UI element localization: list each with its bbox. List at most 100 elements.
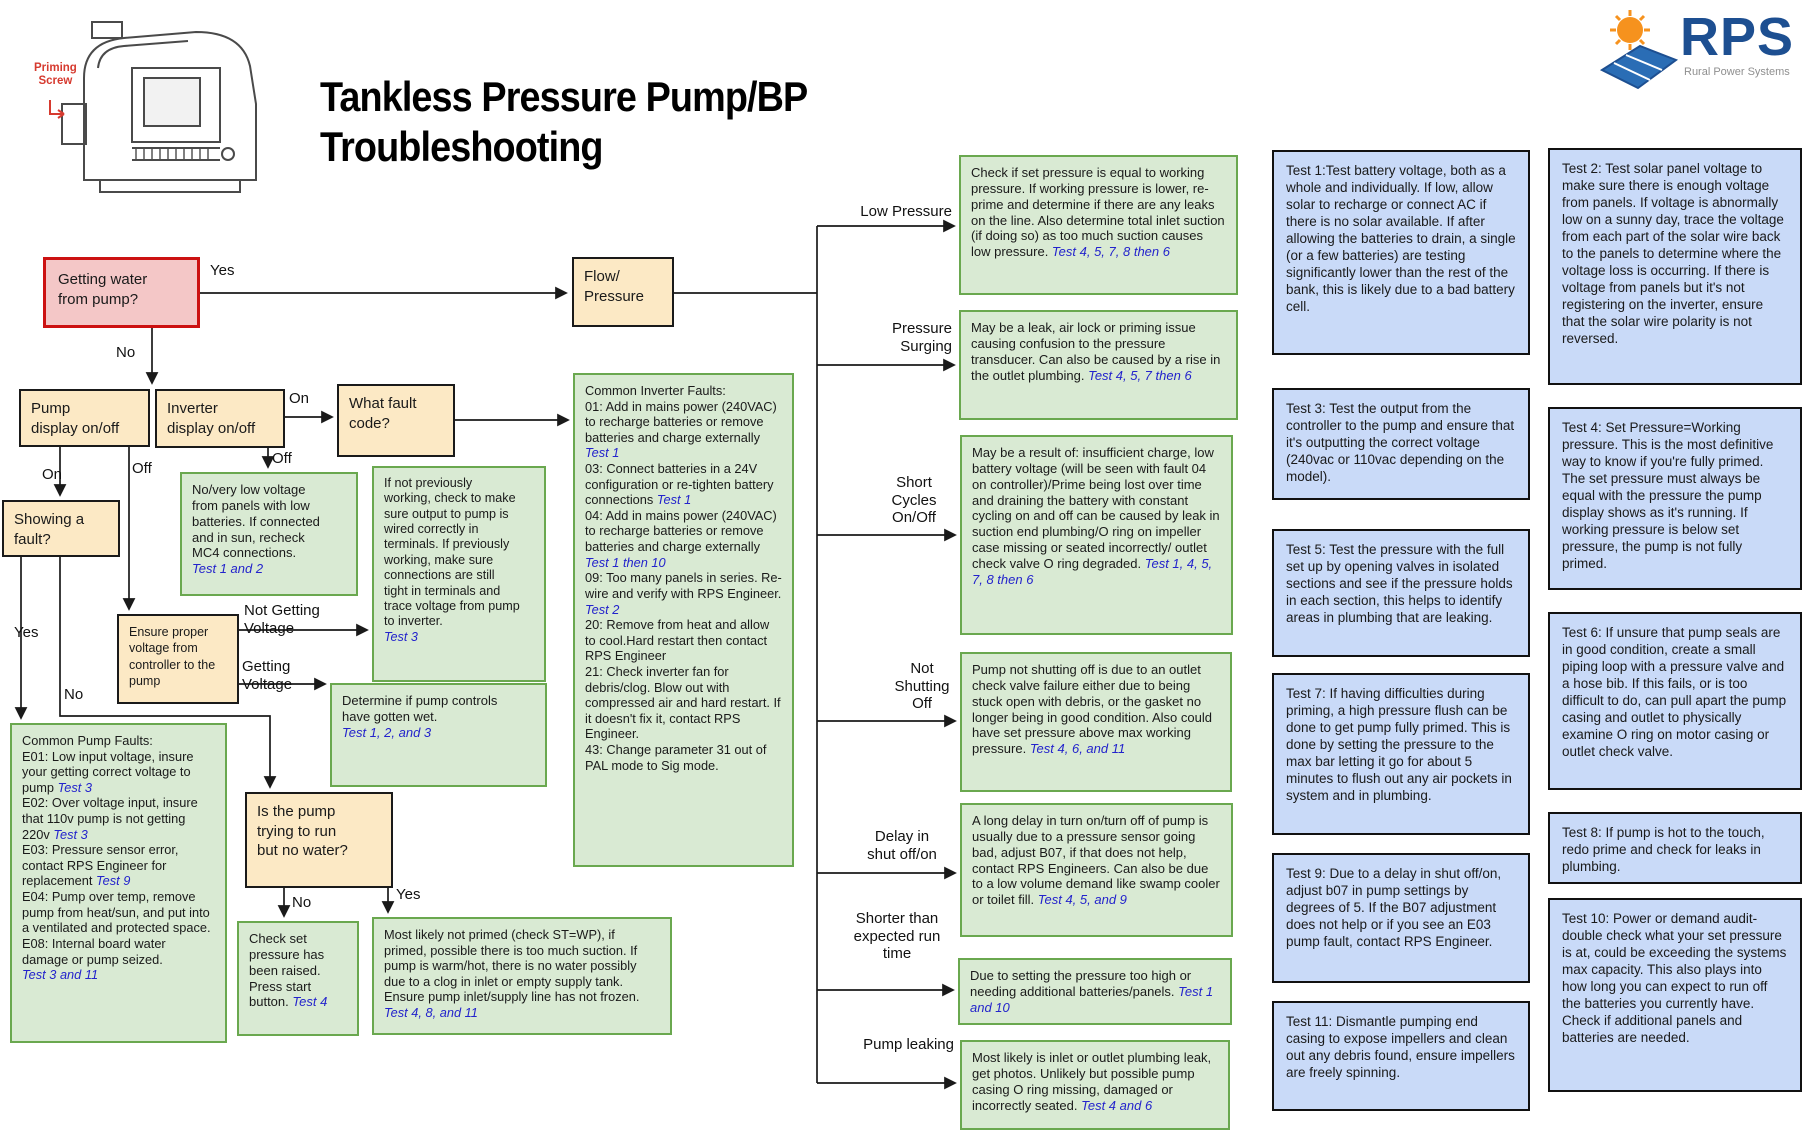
node-text: May be a result of: insufficient charge,… (972, 445, 1224, 572)
node-text: Check if set pressure is equal to workin… (971, 165, 1229, 260)
node-if-not-previously: If not previously working, check to make… (372, 466, 546, 682)
node-text: 09: Too many panels in series. Re-wire a… (585, 570, 782, 601)
node-text: Test 1:Test battery voltage, both as a w… (1286, 163, 1520, 314)
node-text: Showing a fault? (14, 511, 85, 548)
node-text: May be a leak, air lock or priming issue… (971, 320, 1224, 383)
node-text: Due to setting the pressure too high or … (970, 968, 1195, 999)
node-text: Test 7: If having difficulties during pr… (1286, 686, 1516, 803)
edge-label-off-inverter: Off (272, 450, 292, 467)
test-reference: Test 4 and 6 (1081, 1097, 1153, 1113)
node-text: Is the pump trying to run but no water? (257, 803, 348, 859)
node-low-pressure-info: Check if set pressure is equal to workin… (959, 155, 1238, 295)
test-reference: Test 1 (656, 492, 692, 508)
node-text: What fault code? (349, 395, 417, 432)
node-check-set-pressure: Check set pressure has been raised. Pres… (237, 921, 359, 1036)
node-pressure-surging-info: May be a leak, air lock or priming issue… (959, 310, 1238, 420)
edge-label-on-inverter: On (289, 390, 310, 407)
edge-label-delay: Delay in shut off/on (867, 828, 937, 863)
node-text: No/very low voltage from panels with low… (192, 482, 320, 561)
test-reference: Test 1 (585, 445, 620, 461)
edge-label-no-fault: No (64, 686, 84, 703)
node-inverter-display: Inverter display on/off (155, 389, 285, 448)
node-getting-water: Getting water from pump? (43, 257, 200, 328)
node-text: Test 8: If pump is hot to the touch, red… (1562, 825, 1769, 874)
pump-illustration (49, 21, 257, 193)
node-no-low-voltage: No/very low voltage from panels with low… (180, 472, 358, 596)
brand-logo: RPS Rural Power Systems (1596, 6, 1808, 100)
node-text: Flow/ Pressure (584, 268, 645, 305)
logo-tagline: Rural Power Systems (1684, 66, 1790, 78)
node-test11: Test 11: Dismantle pumping end casing to… (1272, 1001, 1530, 1111)
pump-vent-ribs (135, 148, 209, 160)
node-ensure-voltage: Ensure proper voltage from controller to… (117, 614, 239, 704)
node-text: Test 3: Test the output from the control… (1286, 401, 1518, 484)
node-text: E03: Pressure sensor error, contact RPS … (22, 842, 179, 889)
page-title: Tankless Pressure Pump/BP Troubleshootin… (320, 73, 808, 171)
node-text: Test 5: Test the pressure with the full … (1286, 542, 1517, 625)
edge-label-low-pressure: Low Pressure (860, 203, 952, 220)
edge-label-on-pump: On (42, 466, 63, 483)
edge-label-yes-trying: Yes (396, 886, 421, 903)
node-text: Test 2: Test solar panel voltage to make… (1562, 161, 1788, 346)
test-reference: Test 3 (53, 826, 88, 842)
edge-label-pressure-surging: Pressure Surging (891, 320, 952, 355)
node-text: 03: Connect batteries in a 24V configura… (585, 461, 774, 508)
node-text: 04: Add in mains power (240VAC) to recha… (585, 507, 777, 555)
node-text: E02: Over voltage input, insure that 110… (22, 795, 198, 842)
solar-panel-icon (1599, 44, 1679, 90)
edge-label-getting: Getting Voltage (242, 658, 293, 693)
node-text: Test 9: Due to a delay in shut off/on, a… (1286, 866, 1505, 949)
node-common-pump: Common Pump Faults: E01: Low input volta… (10, 723, 227, 1043)
edge-label-no-trying: No (292, 894, 312, 911)
node-test7: Test 7: If having difficulties during pr… (1272, 673, 1530, 835)
test-reference: Test 4, 5, 7, 8 then 6 (1051, 244, 1170, 260)
logo-icon (1599, 10, 1679, 90)
node-text: Determine if pump controls have gotten w… (342, 693, 498, 724)
priming-screw-arrow (49, 100, 64, 115)
node-pump-display: Pump display on/off (19, 389, 150, 447)
priming-screw-callout: Priming Screw (34, 62, 77, 88)
edge-label-yes-fault: Yes (14, 624, 39, 641)
node-text: Pump display on/off (31, 400, 120, 437)
node-test2: Test 2: Test solar panel voltage to make… (1548, 148, 1802, 385)
node-determine-wet: Determine if pump controls have gotten w… (330, 683, 547, 787)
edge-label-shorter: Shorter than expected run time (853, 910, 941, 963)
pump-handle-line (97, 40, 189, 69)
node-text: If not previously working, check to make… (384, 476, 520, 629)
test-reference: Test 4, 5, and 9 (1037, 892, 1127, 908)
node-text: Test 11: Dismantle pumping end casing to… (1286, 1014, 1519, 1080)
pump-top-cap (91, 21, 123, 39)
edge-label-pump-leaking: Pump leaking (863, 1036, 954, 1053)
node-text: Test 10: Power or demand audit- double c… (1562, 911, 1791, 1045)
node-showing-fault: Showing a fault? (2, 500, 120, 557)
node-common-inverter: Common Inverter Faults: 01: Add in mains… (573, 373, 794, 867)
node-text: A long delay in turn on/turn off of pump… (972, 813, 1224, 908)
node-test6: Test 6: If unsure that pump seals are in… (1548, 612, 1802, 790)
test-reference: Test 4, 6, and 11 (1029, 741, 1126, 757)
pump-body-outline (83, 30, 257, 181)
node-text: Most likely not primed (check ST=WP), if… (384, 927, 643, 1005)
node-text: Inverter display on/off (167, 400, 256, 437)
edge-label-no-water: No (116, 344, 136, 361)
test-reference: Test 9 (95, 873, 131, 889)
test-reference: Test 3 (57, 779, 92, 795)
edge-label-not-getting: Not Getting Voltage (244, 602, 320, 637)
edge-label-short-cycles: Short Cycles On/Off (891, 474, 937, 527)
node-not-shutting-info: Pump not shutting off is due to an outle… (960, 652, 1232, 792)
pump-outlet-pipe (61, 103, 87, 145)
node-test3: Test 3: Test the output from the control… (1272, 388, 1530, 500)
node-text: Check set pressure has been raised. Pres… (249, 931, 325, 1010)
pump-display-screen (143, 77, 201, 127)
test-reference: Test 1 then 10 (585, 554, 666, 570)
test-reference: Test 4, 8, and 11 (384, 1005, 478, 1021)
node-flow-pressure: Flow/ Pressure (572, 257, 674, 327)
sun-icon (1610, 10, 1650, 50)
test-reference: Test 4 (292, 994, 328, 1010)
priming-screw-arrowhead (57, 109, 65, 119)
node-text: Test 6: If unsure that pump seals are in… (1562, 625, 1790, 759)
connector-no-to-pump-trying (59, 557, 277, 789)
node-pump-trying: Is the pump trying to run but no water? (245, 792, 393, 888)
node-text: Getting water from pump? (58, 271, 148, 308)
node-test10: Test 10: Power or demand audit- double c… (1548, 898, 1802, 1092)
